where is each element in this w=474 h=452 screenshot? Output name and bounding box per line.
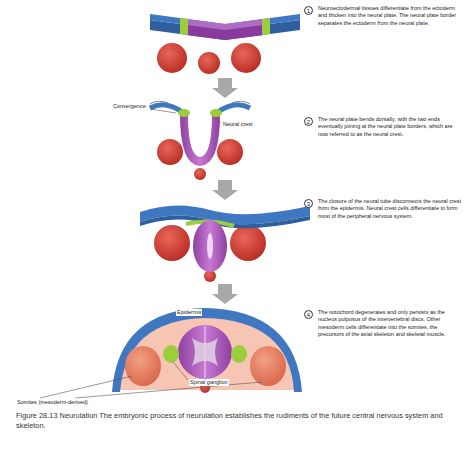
part-label: Neural crest bbox=[222, 121, 254, 128]
part-label: Epidermis bbox=[176, 309, 202, 316]
step-description: The notochord degenerates and only persi… bbox=[318, 309, 464, 339]
step-description: The neural plate bends dorsally, with th… bbox=[318, 116, 464, 138]
callout-number: 1 bbox=[304, 6, 313, 15]
part-label: Somites (mesoderm-derived) bbox=[16, 399, 89, 406]
part-label: Spinal ganglion bbox=[189, 379, 229, 386]
part-label: Convergence bbox=[112, 103, 147, 110]
step-description: The closure of the neural tube disconnec… bbox=[318, 198, 464, 220]
callout-number: 2 bbox=[304, 117, 313, 126]
callout-number: 3 bbox=[304, 199, 313, 208]
figure-caption: Figure 28.13 Neurulation The embryonic p… bbox=[16, 411, 460, 431]
step-description: Neuroectodermal tissues differentiate fr… bbox=[318, 5, 464, 27]
callout-number: 4 bbox=[304, 310, 313, 319]
